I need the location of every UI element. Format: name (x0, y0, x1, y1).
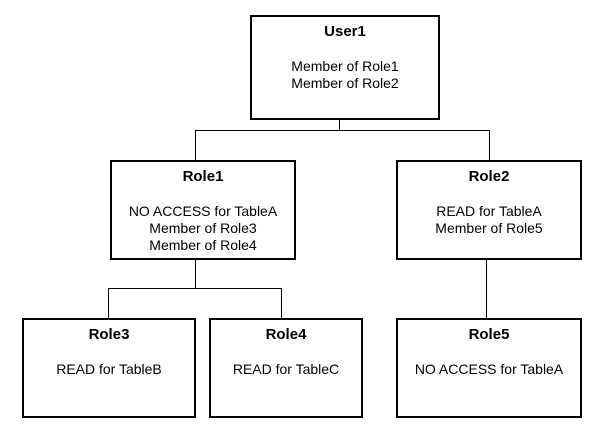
node-title: Role2 (468, 168, 510, 185)
node-role1: Role1 NO ACCESS for TableA Member of Rol… (110, 160, 296, 260)
connector-bus-to-role2 (489, 130, 490, 160)
connector-role2-to-role5 (486, 260, 487, 318)
node-body: Member of Role1 Member of Role2 (252, 58, 438, 92)
connector-bus-to-role3 (108, 288, 109, 318)
node-body: NO ACCESS for TableA (398, 361, 580, 378)
node-line: Member of Role4 (149, 237, 257, 253)
connector-role1-to-bus (195, 260, 196, 289)
node-body: READ for TableA Member of Role5 (398, 203, 580, 237)
node-line: NO ACCESS for TableA (414, 361, 564, 377)
node-title: Role3 (88, 326, 130, 343)
connector-middle-bus (108, 288, 282, 289)
node-line: Member of Role2 (291, 75, 399, 91)
node-body: NO ACCESS for TableA Member of Role3 Mem… (112, 203, 294, 254)
node-line: READ for TableC (232, 361, 340, 377)
connector-bus-to-role4 (281, 288, 282, 318)
node-title: User1 (324, 23, 366, 40)
node-role3: Role3 READ for TableB (22, 318, 196, 418)
node-title: Role1 (182, 168, 224, 185)
connector-top-bus (195, 130, 490, 131)
node-body: READ for TableC (211, 361, 361, 378)
node-user1: User1 Member of Role1 Member of Role2 (250, 15, 440, 120)
node-line: READ for TableB (56, 361, 162, 377)
node-line: READ for TableA (436, 203, 542, 219)
connector-user1-to-bus (339, 120, 340, 131)
node-line: Member of Role3 (149, 220, 257, 236)
node-body: READ for TableB (24, 361, 194, 378)
connector-bus-to-role1 (195, 130, 196, 160)
node-title: Role5 (468, 326, 510, 343)
node-line: NO ACCESS for TableA (128, 203, 278, 219)
node-title: Role4 (265, 326, 307, 343)
node-role2: Role2 READ for TableA Member of Role5 (396, 160, 582, 260)
node-role5: Role5 NO ACCESS for TableA (396, 318, 582, 418)
node-role4: Role4 READ for TableC (209, 318, 363, 418)
node-line: Member of Role5 (435, 220, 543, 236)
node-line: Member of Role1 (291, 58, 399, 74)
